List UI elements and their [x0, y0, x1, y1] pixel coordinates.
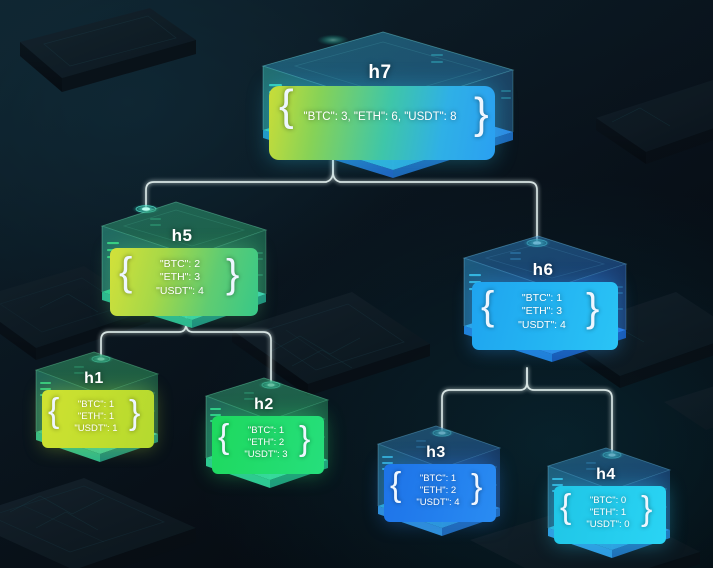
- h5-top-face: [102, 202, 266, 256]
- h2-top-face: [206, 378, 328, 420]
- h3-top-face: [378, 426, 500, 468]
- node-h7[interactable]: h7 { } "BTC": 3, "ETH": 6, "USDT": 8: [255, 26, 520, 178]
- edge-h6-h3: [441, 367, 528, 431]
- h7-panel: [269, 86, 495, 160]
- h4-top-face: [548, 448, 670, 490]
- h1-panel: [42, 390, 154, 448]
- node-h4[interactable]: h4 { } "BTC": 0 "ETH": 1 "USDT": 0: [544, 444, 696, 568]
- h4-panel: [554, 486, 666, 544]
- node-h1[interactable]: h1 { } "BTC": 1 "ETH": 1 "USDT": 1: [32, 348, 184, 472]
- h6-top-face: [464, 236, 626, 288]
- node-h3[interactable]: h3 { } "BTC": 1 "ETH": 2 "USDT": 4: [374, 422, 526, 546]
- node-h6[interactable]: h6 { } "BTC": 1 "ETH": 3 "USDT": 4: [460, 232, 660, 366]
- node-h5[interactable]: h5 { } "BTC": 2 "ETH": 3 "USDT": 4: [98, 196, 300, 330]
- h1-top-face: [36, 352, 158, 394]
- h6-panel: [472, 282, 618, 350]
- h2-panel: [212, 416, 324, 474]
- node-h2[interactable]: h2 { } "BTC": 1 "ETH": 2 "USDT": 3: [202, 374, 354, 498]
- h3-panel: [384, 464, 496, 522]
- h5-panel: [110, 248, 258, 316]
- edge-h6-h4: [526, 367, 613, 453]
